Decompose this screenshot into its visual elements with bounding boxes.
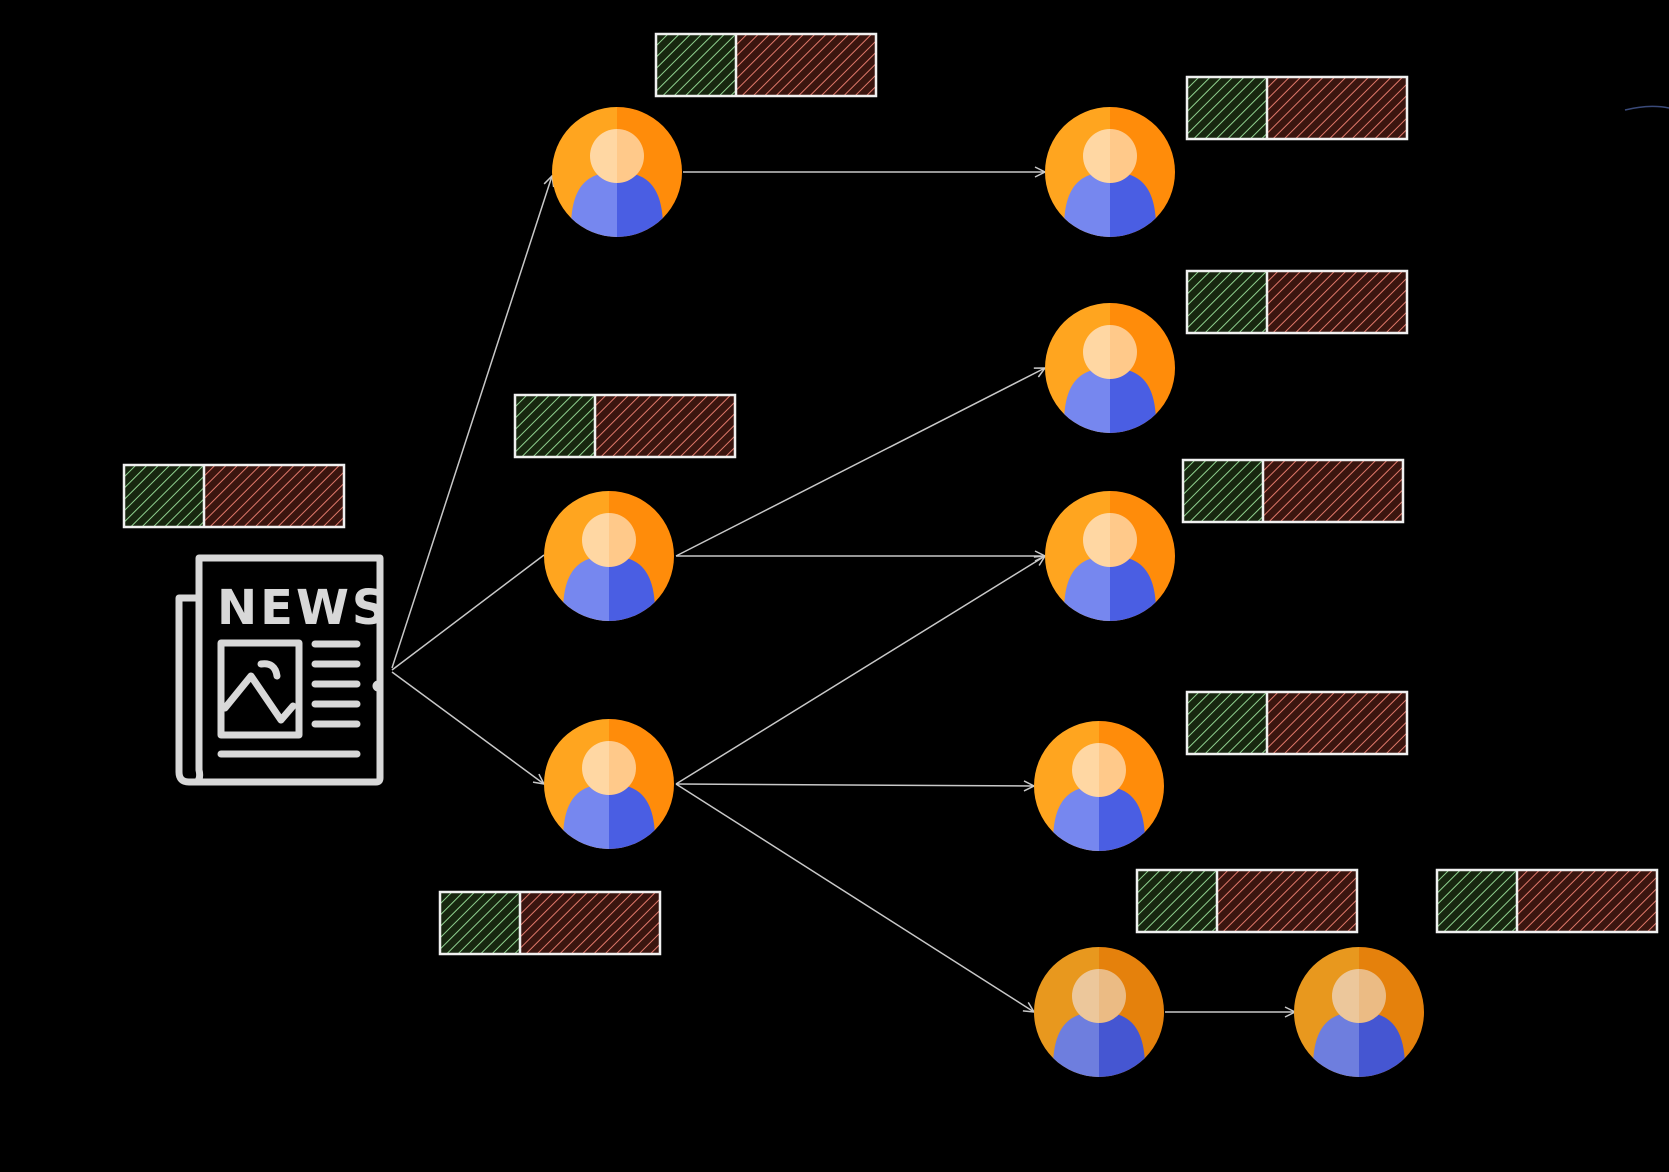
user-avatar-icon <box>1294 947 1424 1077</box>
score-bar <box>438 890 662 956</box>
score-bars <box>122 32 1659 956</box>
edge-news-u2 <box>391 554 545 671</box>
user-avatar-icon <box>1034 721 1164 851</box>
edges <box>391 172 1295 1012</box>
score-bar <box>122 463 346 529</box>
score-bar <box>1185 75 1409 141</box>
edge-u3-u7 <box>675 784 1034 786</box>
user-avatar-icon <box>544 719 674 849</box>
score-bar <box>1435 868 1659 934</box>
user-avatar-icon <box>1045 107 1175 237</box>
score-bar <box>513 393 737 459</box>
score-bar <box>1185 690 1409 756</box>
user-avatar-icon <box>552 107 682 237</box>
user-avatar-icon <box>1034 947 1164 1077</box>
edge-u3-u8 <box>675 783 1034 1012</box>
user-avatar-icon <box>1045 491 1175 621</box>
score-bar <box>1185 269 1409 335</box>
newspaper-icon: NEWS <box>175 554 389 786</box>
decorative-arc <box>1624 105 1669 111</box>
user-avatar-icon <box>544 491 674 621</box>
score-bar <box>1181 458 1405 524</box>
user-avatar-icon <box>1045 303 1175 433</box>
news-label: NEWS <box>217 580 389 636</box>
edge-news-u1 <box>391 176 552 669</box>
edge-news-u3 <box>391 671 544 784</box>
score-bar <box>1135 868 1359 934</box>
edge-u3-u6 <box>675 556 1045 785</box>
edge-u2-u5 <box>675 368 1045 557</box>
score-bar <box>654 32 878 98</box>
